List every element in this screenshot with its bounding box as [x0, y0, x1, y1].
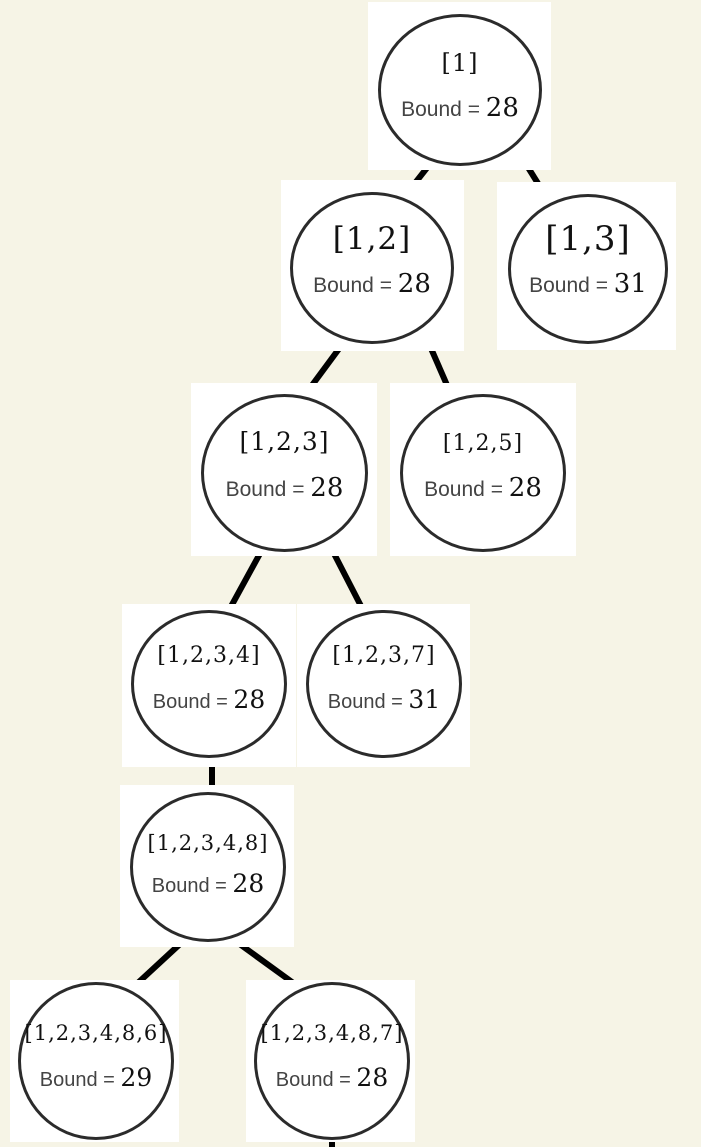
node-bound-label: Bound = 28: [403, 473, 563, 503]
node-bound-label: Bound = 28: [133, 869, 283, 898]
bound-text: Bound: [275, 1069, 334, 1091]
bound-equals: =: [216, 691, 228, 713]
node-bound-label: Bound = 28: [381, 93, 539, 123]
bound-text: Bound: [529, 274, 590, 297]
bound-value: 31: [613, 269, 647, 299]
bound-text: Bound: [152, 691, 211, 713]
bound-value: 29: [120, 1063, 153, 1092]
node-bound-label: Bound = 28: [293, 269, 451, 299]
bound-value: 28: [233, 685, 266, 714]
tree-node: [1,2,3,4,8,7] Bound = 28: [254, 982, 410, 1140]
tree-node: [1,2,3,4,8,6] Bound = 29: [18, 982, 174, 1140]
node-path-label: [1,2,3,4,8,6]: [24, 1021, 168, 1045]
bound-text: Bound: [39, 1069, 98, 1091]
tree-node: [1] Bound = 28: [378, 14, 542, 166]
tree-edge: [225, 546, 266, 614]
bound-value: 28: [310, 473, 344, 503]
node-path-label: [1,2,3,4,8]: [147, 831, 269, 855]
tree-node: [1,2,3,4] Bound = 28: [131, 610, 287, 758]
node-path-label: [1,3]: [545, 219, 631, 259]
node-bound-label: Bound = 31: [511, 269, 665, 299]
node-path-label: [1,2,3,7]: [332, 643, 436, 668]
node-bound-label: Bound = 28: [134, 685, 284, 714]
bound-equals: =: [292, 478, 305, 501]
node-bound-label: Bound = 31: [309, 685, 459, 714]
tree-node: [1,2,3] Bound = 28: [201, 394, 368, 552]
bound-equals: =: [103, 1069, 115, 1091]
node-path-label: [1,2,3,4,8,7]: [260, 1021, 404, 1045]
bound-equals: =: [339, 1069, 351, 1091]
bound-equals: =: [467, 98, 480, 121]
bound-value: 31: [408, 685, 441, 714]
tree-node: [1,2,5] Bound = 28: [400, 394, 566, 552]
bound-text: Bound: [401, 98, 462, 121]
bound-text: Bound: [313, 274, 374, 297]
bound-equals: =: [215, 875, 227, 897]
node-bound-label: Bound = 29: [21, 1063, 171, 1092]
bound-value: 28: [397, 269, 431, 299]
bound-text: Bound: [424, 478, 485, 501]
bound-value: 28: [232, 869, 265, 898]
node-path-label: [1,2]: [332, 221, 412, 257]
node-path-label: [1,2,5]: [442, 431, 524, 456]
bound-value: 28: [508, 473, 542, 503]
bound-value: 28: [356, 1063, 389, 1092]
tree-node: [1,3] Bound = 31: [508, 194, 668, 344]
bound-equals: =: [490, 478, 503, 501]
tree-node: [1,2,3,7] Bound = 31: [306, 610, 462, 758]
tree-node: [1,2] Bound = 28: [290, 192, 454, 344]
bound-text: Bound: [327, 691, 386, 713]
node-path-label: [1]: [441, 49, 479, 77]
bound-equals: =: [595, 274, 608, 297]
node-path-label: [1,2,3,4]: [157, 643, 261, 668]
bound-text: Bound: [225, 478, 287, 501]
node-path-label: [1,2,3]: [239, 427, 330, 456]
bound-equals: =: [379, 274, 392, 297]
bound-text: Bound: [151, 875, 210, 897]
bound-value: 28: [485, 93, 519, 123]
tree-node: [1,2,3,4,8] Bound = 28: [130, 792, 286, 942]
bound-equals: =: [391, 691, 403, 713]
node-bound-label: Bound = 28: [204, 473, 365, 503]
node-bound-label: Bound = 28: [257, 1063, 407, 1092]
